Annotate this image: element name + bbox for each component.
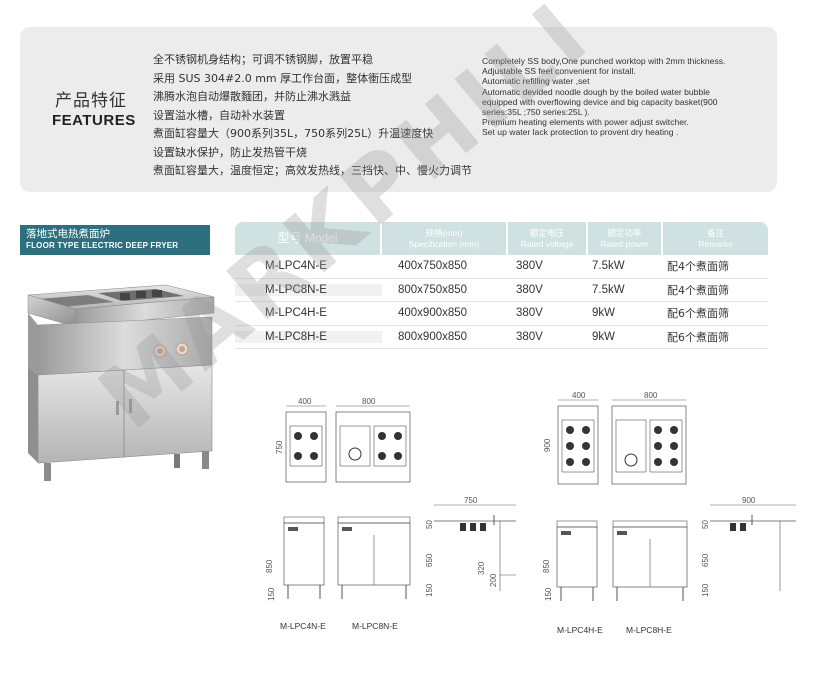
feature-cn-item: 采用 SUS 304#2.0 mm 厚工作台面，整体衝压成型 (153, 71, 413, 85)
spec-table-header: 型号 Model 规格(mm) Specification (mm) 额定电压 … (235, 222, 768, 255)
cell-power: 7.5kW (592, 283, 625, 296)
feature-cn-item: 煮面缸容量大（900系列35L，750系列25L）升温速度快 (153, 127, 434, 140)
caption-m-lpc8n-e: M-LPC8N-E (352, 621, 398, 631)
cell-spec: 800x900x850 (398, 330, 468, 343)
front-view-drawing-n: 850 150 (265, 516, 411, 601)
dim-200: 200 (489, 573, 498, 587)
cell-power: 9kW (592, 330, 615, 343)
dim-width-400: 400 (298, 398, 312, 406)
dim-width-800: 800 (644, 391, 658, 400)
feature-en-item: Completely SS body,One punched worktop w… (482, 56, 726, 66)
header-remarks: 备注 Remarks (663, 222, 768, 255)
spec-table: 型号 Model 规格(mm) Specification (mm) 额定电压 … (235, 222, 768, 349)
feature-cn-item: 全不锈钢机身结构；可调不锈钢脚，放置平稳 (153, 53, 373, 66)
feature-en-item: Set up water lack protection to provent … (482, 127, 679, 138)
features-panel (20, 27, 777, 192)
table-row: M-LPC4H-E 400x900x850 380V 9kW 配6个煮面筛 (235, 302, 768, 326)
cell-model: M-LPC4H-E (265, 307, 327, 320)
top-view-drawing-n: 400 800 750 (275, 398, 411, 483)
cell-voltage: 380V (516, 260, 543, 273)
cell-voltage: 380V (516, 330, 543, 343)
dim-width-400: 400 (572, 391, 586, 400)
cell-remarks: 配4个煮面筛 (667, 283, 729, 297)
header-power: 额定功率 Rated power (588, 222, 663, 255)
dim-depth-900: 900 (742, 496, 756, 505)
table-row: M-LPC8H-E 800x900x850 380V 9kW 配6个煮面筛 (235, 326, 768, 349)
header-voltage: 额定电压 Rated voltage (508, 222, 588, 255)
dim-depth-900: 900 (543, 438, 552, 452)
cell-spec: 400x750x850 (398, 260, 468, 273)
side-view-drawing-h: 900 50 650 150 (701, 496, 796, 597)
caption-m-lpc8h-e: M-LPC8H-E (626, 625, 672, 635)
dim-foot-150: 150 (701, 583, 710, 597)
features-title-en: FEATURES (52, 112, 136, 129)
dim-height-850: 850 (542, 559, 551, 573)
cell-remarks: 配6个煮面筛 (667, 330, 729, 344)
side-view-drawing-n: 750 50 650 150 320 200 (425, 496, 516, 597)
features-list-en: Completely SS body,One punched worktop w… (482, 56, 725, 138)
feature-en-item: Adjustable SS feet convenient for instal… (482, 66, 636, 77)
dim-depth-750: 750 (275, 440, 284, 454)
feature-cn-item: 沸腾水泡自动爆散麵团，并防止沸水溅益 (153, 90, 351, 103)
dim-top-50: 50 (425, 520, 434, 529)
cell-voltage: 380V (516, 307, 543, 320)
product-name-en: FLOOR TYPE ELECTRIC DEEP FRYER (26, 241, 179, 250)
dim-foot-150: 150 (425, 583, 434, 597)
dim-320: 320 (477, 561, 486, 575)
cell-model: M-LPC8H-E (235, 330, 382, 343)
cell-spec: 800x750x850 (398, 283, 468, 296)
dim-height-850: 850 (265, 559, 274, 573)
cell-remarks: 配6个煮面筛 (667, 307, 729, 321)
feature-cn-item: 煮面缸容量大，温度恒定；高效发热线，三挡快、中、慢火力调节 (153, 164, 472, 177)
dim-depth-750: 750 (464, 496, 478, 505)
cell-voltage: 380V (516, 283, 543, 296)
cell-model: M-LPC8N-E (235, 283, 382, 296)
header-spec: 规格(mm) Specification (mm) (382, 222, 508, 255)
feature-en-item: series:35L ;750 series:25L ). (482, 107, 590, 118)
dim-height-650: 650 (425, 553, 434, 567)
fryer-product-image (27, 284, 215, 481)
cell-remarks: 配4个煮面筛 (667, 260, 729, 274)
cell-spec: 400x900x850 (398, 307, 468, 320)
feature-en-item: Automatic refilling water ,set (482, 76, 590, 87)
dim-foot-150: 150 (544, 587, 553, 601)
dim-height-650: 650 (701, 553, 710, 567)
feature-en-item: Premium heating elements with power adju… (482, 117, 689, 128)
cell-power: 7.5kW (592, 260, 625, 273)
table-row: M-LPC4N-E 400x750x850 380V 7.5kW 配4个煮面筛 (235, 255, 768, 279)
cell-power: 9kW (592, 307, 615, 320)
front-view-drawing-h: 850 150 (542, 520, 688, 601)
table-row: M-LPC8N-E 800x750x850 380V 7.5kW 配4个煮面筛 (235, 279, 768, 302)
cell-model: M-LPC4N-E (265, 260, 327, 273)
features-list-cn: 全不锈钢机身结构；可调不锈钢脚，放置平稳 采用 SUS 304#2.0 mm 厚… (153, 51, 472, 181)
features-title-cn: 产品特征 (55, 91, 127, 111)
caption-m-lpc4n-e: M-LPC4N-E (280, 621, 326, 631)
product-tag: 落地式电热煮面炉 FLOOR TYPE ELECTRIC DEEP FRYER (20, 225, 210, 255)
dim-foot-150: 150 (267, 587, 276, 601)
product-name-cn: 落地式电热煮面炉 (26, 228, 110, 240)
dim-top-50: 50 (701, 520, 710, 529)
caption-m-lpc4h-e: M-LPC4H-E (557, 625, 603, 635)
feature-cn-item: 设置缺水保护，防止发热管干烧 (153, 145, 307, 159)
header-model: 型号 Model (235, 222, 382, 255)
feature-cn-item: 设置溢水槽，自动补水装置 (153, 108, 285, 122)
feature-en-item: Automatic devided noodle dough by the bo… (482, 86, 710, 97)
feature-en-item: equipped with overflowing device and big… (482, 96, 718, 107)
top-view-drawing-h: 400 800 900 (543, 391, 687, 485)
dim-width-800: 800 (362, 398, 376, 406)
